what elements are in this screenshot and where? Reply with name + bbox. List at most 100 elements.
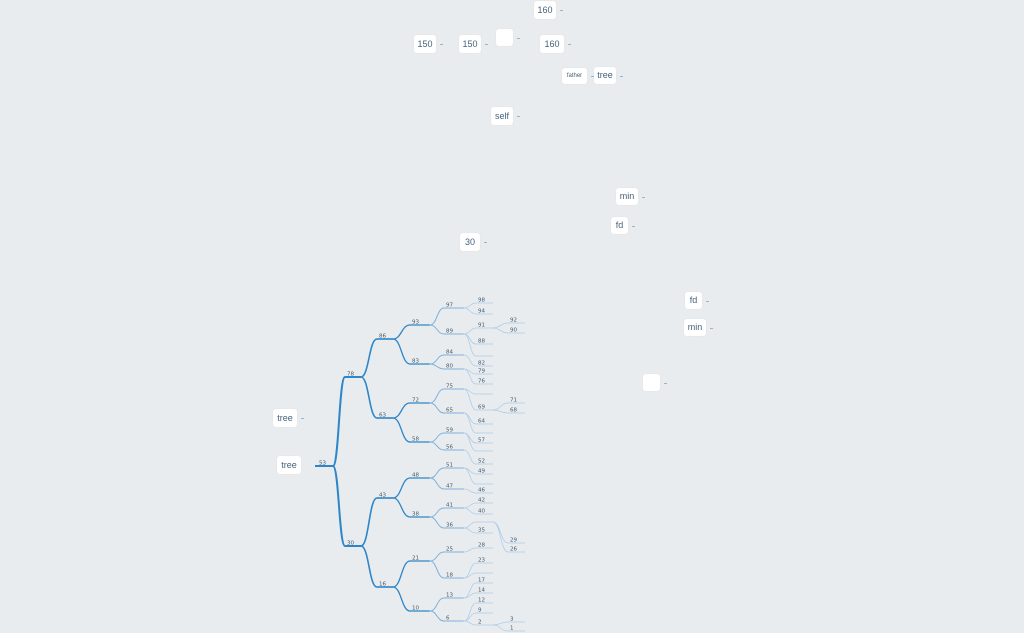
node-value: 9: [478, 608, 482, 614]
branch-link: [332, 465, 346, 547]
node-min[interactable]: min: [616, 188, 638, 205]
node-value: 26: [510, 547, 517, 553]
collapse-dash-icon: [664, 382, 667, 384]
branch-link: [463, 368, 477, 385]
node-value: 57: [478, 438, 485, 444]
node-value: 68: [510, 408, 517, 414]
node-value: 41: [446, 503, 453, 509]
branch-link: [463, 307, 477, 315]
collapse-dash-icon: [620, 75, 623, 77]
node-tree[interactable]: tree: [273, 409, 297, 427]
branch-link: [392, 402, 411, 419]
node-160[interactable]: 160: [540, 35, 564, 53]
node-value: 79: [478, 369, 485, 375]
root-node-tree[interactable]: tree: [277, 456, 301, 474]
node-blank[interactable]: [496, 29, 513, 46]
node-blank[interactable]: [643, 374, 660, 391]
node-value: 38: [412, 512, 419, 518]
node-150[interactable]: 150: [459, 35, 481, 53]
branch-link: [463, 488, 477, 494]
node-value: 84: [446, 350, 453, 356]
node-value: 51: [446, 463, 453, 469]
branch-link: [463, 333, 477, 357]
collapse-dash-icon: [440, 44, 443, 45]
branch-link: [463, 620, 477, 626]
branch-link: [463, 507, 477, 515]
branch-link: [463, 527, 477, 534]
node-value: 6: [446, 616, 450, 622]
node-150[interactable]: 150: [414, 35, 436, 53]
node-value: 82: [478, 361, 485, 367]
node-value: 18: [446, 573, 453, 579]
node-value: 64: [478, 419, 485, 425]
collapse-dash-icon: [517, 37, 520, 39]
node-value: 13: [446, 593, 453, 599]
node-value: 56: [446, 445, 453, 451]
node-value: 2: [478, 620, 482, 626]
branch-link: [463, 302, 477, 309]
branch-link: [463, 354, 477, 367]
node-value: 1: [510, 626, 514, 632]
branch-link: [429, 441, 445, 451]
node-value: 43: [379, 493, 386, 499]
node-value: 71: [510, 398, 517, 404]
collapse-dash-icon: [301, 418, 304, 419]
node-value: 89: [446, 329, 453, 335]
node-value: 91: [478, 323, 485, 329]
node-value: 83: [412, 359, 419, 365]
node-30[interactable]: 30: [460, 233, 480, 251]
branch-link: [492, 327, 509, 334]
node-value: 59: [446, 428, 453, 434]
branch-link: [492, 402, 509, 411]
branch-link: [392, 586, 411, 612]
branch-link: [360, 497, 378, 547]
node-value: 76: [478, 379, 485, 385]
node-value: 75: [446, 384, 453, 390]
node-min[interactable]: min: [684, 319, 706, 336]
node-value: 23: [478, 558, 485, 564]
branch-link: [429, 402, 445, 414]
collapse-dash-icon: [568, 44, 571, 45]
collapse-dash-icon: [591, 76, 594, 77]
node-value: 53: [319, 461, 326, 467]
branch-link: [492, 521, 509, 544]
branch-link: [360, 338, 378, 378]
branch-link: [429, 507, 445, 518]
node-value: 40: [478, 509, 485, 515]
node-tree[interactable]: tree: [594, 67, 616, 84]
node-fd[interactable]: fd: [685, 292, 702, 309]
node-value: 86: [379, 334, 386, 340]
branch-link: [392, 477, 411, 499]
branch-link: [429, 551, 445, 562]
branch-link: [429, 477, 445, 490]
node-father[interactable]: father: [562, 68, 587, 84]
node-value: 42: [478, 498, 485, 504]
node-value: 97: [446, 303, 453, 309]
node-value: 65: [446, 408, 453, 414]
node-value: 21: [412, 556, 419, 562]
node-value: 58: [412, 437, 419, 443]
node-fd[interactable]: fd: [611, 217, 628, 234]
branch-link: [429, 610, 445, 622]
branch-link: [332, 376, 346, 467]
node-160[interactable]: 160: [534, 1, 556, 19]
node-value: 69: [478, 405, 485, 411]
node-value: 52: [478, 459, 485, 465]
branch-link: [429, 560, 445, 579]
branch-link: [492, 322, 509, 329]
node-value: 98: [478, 298, 485, 304]
node-self[interactable]: self: [491, 107, 513, 125]
branch-link: [360, 376, 378, 419]
branch-link: [429, 432, 445, 443]
collapse-dash-icon: [485, 44, 488, 45]
node-value: 28: [478, 543, 485, 549]
branch-link: [463, 432, 477, 452]
branch-link: [463, 412, 477, 434]
node-value: 49: [478, 469, 485, 475]
node-value: 46: [478, 488, 485, 494]
branch-link: [463, 592, 477, 599]
branch-link: [492, 621, 509, 626]
node-value: 10: [412, 606, 419, 612]
branch-link: [492, 409, 509, 414]
